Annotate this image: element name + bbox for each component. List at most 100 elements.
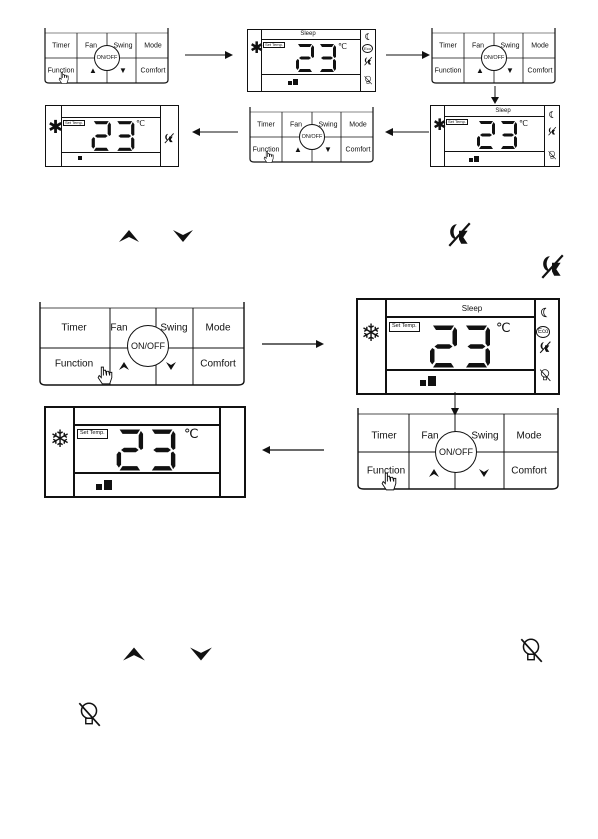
temperature-digits: [91, 121, 135, 151]
flow-arrow-right: [262, 340, 324, 348]
flow-arrow-down: [451, 392, 459, 416]
timer-button[interactable]: Timer: [52, 42, 70, 50]
mode-button[interactable]: Mode: [516, 430, 542, 442]
snowflake-icon: ❄: [361, 320, 382, 347]
down-arrow-icon[interactable]: ▼: [119, 66, 127, 75]
sleep-icon: [541, 307, 548, 318]
down-arrow-icon: [190, 647, 212, 661]
sleep-label: Sleep: [461, 304, 483, 313]
lcd-small-final: ✱ Set Temp. ℃: [45, 105, 179, 167]
lcd-rule: [74, 424, 219, 426]
eco-icon: Eco: [362, 44, 373, 53]
function-button[interactable]: Function: [366, 465, 406, 477]
flow-arrow-right: [386, 51, 430, 59]
fan-button[interactable]: Fan: [110, 322, 128, 334]
lcd-rule: [262, 74, 360, 75]
function-button[interactable]: Function: [434, 67, 462, 75]
light-off-icon: [548, 150, 557, 160]
up-arrow-icon[interactable]: ▲: [476, 66, 484, 75]
mode-button[interactable]: Mode: [349, 121, 367, 129]
down-arrow-icon[interactable]: ▼: [324, 145, 332, 154]
up-arrow-icon: [119, 230, 139, 242]
set-temp-label: Set Temp.: [77, 429, 108, 439]
comfort-button[interactable]: Comfort: [345, 146, 371, 154]
fan-speed-bars: [469, 156, 479, 162]
set-temp-label: Set Temp.: [63, 120, 85, 126]
lcd-rule: [62, 152, 160, 153]
eco-icon: Eco: [536, 326, 551, 338]
lcd-divider: [444, 106, 445, 166]
swing-button[interactable]: Swing: [318, 121, 338, 129]
swing-button[interactable]: Swing: [113, 42, 133, 50]
swing-button[interactable]: Swing: [500, 42, 520, 50]
keypad-small-3: Timer Fan Swing Mode Function Comfort ▲ …: [248, 106, 375, 163]
flow-arrow-left: [262, 446, 324, 454]
lcd-divider: [160, 106, 161, 166]
fan-speed-bars: [96, 480, 112, 490]
keypad-large-1: Timer Fan Swing Mode Function Comfort ON…: [38, 301, 246, 386]
onoff-button[interactable]: ON/OFF: [299, 124, 325, 150]
down-arrow-icon[interactable]: [478, 468, 490, 478]
function-button[interactable]: Function: [54, 358, 94, 370]
fan-button[interactable]: Fan: [84, 42, 98, 50]
lcd-divider: [360, 30, 361, 91]
timer-button[interactable]: Timer: [61, 322, 87, 334]
fan-button[interactable]: Fan: [289, 121, 303, 129]
lcd-rule: [386, 369, 534, 371]
fan-speed-bars: [420, 376, 436, 386]
sleep-label: Sleep: [300, 31, 316, 37]
light-off-icon: [520, 638, 543, 663]
comfort-button[interactable]: Comfort: [140, 67, 166, 75]
up-arrow-icon[interactable]: ▲: [89, 66, 97, 75]
snowflake-icon: ✱: [48, 117, 64, 137]
temperature-digits: [296, 44, 336, 72]
up-arrow-icon[interactable]: [118, 361, 130, 371]
lcd-rule: [62, 117, 160, 118]
light-off-icon: [539, 369, 551, 382]
mode-button[interactable]: Mode: [205, 322, 231, 334]
lcd-large-sleep-eco: ❄ Sleep Set Temp. ℃ Eco: [356, 298, 560, 395]
comfort-button[interactable]: Comfort: [527, 67, 553, 75]
celsius-unit: ℃: [496, 320, 511, 335]
celsius-unit: ℃: [519, 119, 528, 128]
lcd-divider: [73, 408, 75, 496]
onoff-button[interactable]: ON/OFF: [127, 325, 169, 367]
onoff-button[interactable]: ON/OFF: [435, 431, 477, 473]
comfort-button[interactable]: Comfort: [200, 358, 236, 370]
comfort-button[interactable]: Comfort: [511, 465, 547, 477]
lcd-divider: [219, 408, 221, 496]
timer-button[interactable]: Timer: [257, 121, 275, 129]
up-arrow-icon[interactable]: ▲: [294, 145, 302, 154]
sleep-off-icon: [448, 222, 471, 247]
up-arrow-icon[interactable]: [428, 468, 440, 478]
fan-button[interactable]: Fan: [421, 430, 439, 442]
swing-button[interactable]: Swing: [471, 430, 499, 442]
down-arrow-icon[interactable]: ▼: [506, 66, 514, 75]
onoff-button[interactable]: ON/OFF: [481, 45, 507, 71]
lcd-divider: [544, 106, 545, 166]
flow-arrow-down: [491, 86, 499, 104]
function-button[interactable]: Function: [47, 67, 75, 75]
function-button[interactable]: Function: [252, 146, 280, 154]
mode-button[interactable]: Mode: [144, 42, 162, 50]
timer-button[interactable]: Timer: [439, 42, 457, 50]
snowflake-icon: ✱: [250, 40, 264, 57]
mode-button[interactable]: Mode: [531, 42, 549, 50]
sleep-off-icon: [539, 341, 551, 354]
timer-button[interactable]: Timer: [371, 430, 397, 442]
snowflake-icon: ✱: [433, 117, 447, 134]
lcd-rule: [445, 116, 544, 117]
down-arrow-icon[interactable]: [165, 361, 177, 371]
swing-button[interactable]: Swing: [160, 322, 188, 334]
flow-arrow-left: [385, 128, 429, 136]
lcd-divider: [385, 300, 387, 393]
fan-button[interactable]: Fan: [471, 42, 485, 50]
temperature-digits: [430, 325, 490, 368]
sleep-icon: [365, 33, 370, 40]
down-arrow-icon: [173, 230, 193, 242]
onoff-button[interactable]: ON/OFF: [94, 45, 120, 71]
pointing-hand-icon: [381, 472, 397, 491]
keypad-large-2: Timer Fan Swing Mode Function Comfort ON…: [356, 407, 560, 491]
sleep-off-icon: [541, 254, 564, 279]
sleep-label: Sleep: [495, 108, 511, 114]
